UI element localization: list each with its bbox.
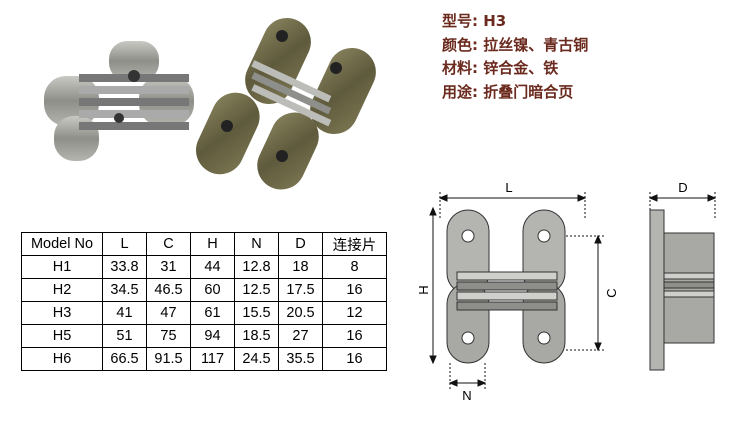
cell-connector: 16 bbox=[322, 278, 387, 302]
spec-color: 颜色: 拉丝镍、青古铜 bbox=[442, 35, 589, 54]
table-row: H5 51 75 94 18.5 27 16 bbox=[21, 324, 387, 348]
cell-d: 27 bbox=[278, 324, 323, 348]
cell-n: 12.8 bbox=[234, 255, 279, 279]
cell-c: 31 bbox=[146, 255, 191, 279]
header-connector: 连接片 bbox=[322, 232, 387, 256]
spec-model: 型号: H3 bbox=[442, 12, 507, 30]
label-h: H bbox=[416, 285, 431, 294]
cell-n: 15.5 bbox=[234, 301, 279, 325]
header-d: D bbox=[278, 232, 323, 256]
cell-n: 24.5 bbox=[234, 347, 279, 371]
cell-c: 91.5 bbox=[146, 347, 191, 371]
cell-h: 94 bbox=[190, 324, 235, 348]
spec-material: 材料: 锌合金、铁 bbox=[442, 59, 559, 77]
header-c: C bbox=[146, 232, 191, 256]
bronze-hinge-image bbox=[195, 17, 376, 190]
table-row: H6 66.5 91.5 117 24.5 35.5 16 bbox=[21, 347, 387, 371]
header-model-no: Model No bbox=[21, 232, 103, 256]
cell-c: 75 bbox=[146, 324, 191, 348]
cell-d: 35.5 bbox=[278, 347, 323, 371]
dimension-table: Model No L C H N D 连接片 H1 33.8 31 44 12.… bbox=[21, 232, 387, 371]
product-photo bbox=[44, 17, 376, 190]
nickel-hinge-image bbox=[44, 41, 194, 161]
table-row: H2 34.5 46.5 60 12.5 17.5 16 bbox=[21, 278, 387, 302]
cell-connector: 8 bbox=[322, 255, 387, 279]
label-c: C bbox=[604, 288, 619, 297]
spec-usage: 用途: 折叠门暗合页 bbox=[442, 82, 574, 101]
cell-n: 12.5 bbox=[234, 278, 279, 302]
header-h: H bbox=[190, 232, 235, 256]
cell-model: H6 bbox=[21, 347, 103, 371]
cell-n: 18.5 bbox=[234, 324, 279, 348]
cell-connector: 16 bbox=[322, 324, 387, 348]
cell-model: H3 bbox=[21, 301, 103, 325]
cell-d: 17.5 bbox=[278, 278, 323, 302]
technical-drawing: L H C N D bbox=[416, 180, 717, 403]
cell-h: 60 bbox=[190, 278, 235, 302]
side-view-hinge bbox=[649, 209, 715, 371]
table-row: H3 41 47 61 15.5 20.5 12 bbox=[21, 301, 387, 325]
front-view-hinge bbox=[446, 209, 566, 364]
table-row: H1 33.8 31 44 12.8 18 8 bbox=[21, 255, 387, 279]
label-l: L bbox=[505, 180, 512, 195]
cell-c: 47 bbox=[146, 301, 191, 325]
cell-l: 66.5 bbox=[102, 347, 147, 371]
cell-connector: 16 bbox=[322, 347, 387, 371]
cell-model: H1 bbox=[21, 255, 103, 279]
cell-l: 34.5 bbox=[102, 278, 147, 302]
cell-h: 117 bbox=[190, 347, 235, 371]
cell-model: H2 bbox=[21, 278, 103, 302]
label-d: D bbox=[678, 180, 687, 195]
cell-h: 61 bbox=[190, 301, 235, 325]
cell-l: 33.8 bbox=[102, 255, 147, 279]
cell-model: H5 bbox=[21, 324, 103, 348]
cell-h: 44 bbox=[190, 255, 235, 279]
cell-connector: 12 bbox=[322, 301, 387, 325]
cell-l: 41 bbox=[102, 301, 147, 325]
header-n: N bbox=[234, 232, 279, 256]
cell-l: 51 bbox=[102, 324, 147, 348]
label-n: N bbox=[462, 388, 471, 403]
cell-d: 20.5 bbox=[278, 301, 323, 325]
table-header-row: Model No L C H N D 连接片 bbox=[21, 232, 387, 256]
header-l: L bbox=[102, 232, 147, 256]
spec-block: 型号: H3 颜色: 拉丝镍、青古铜 材料: 锌合金、铁 用途: 折叠门暗合页 bbox=[442, 10, 732, 104]
cell-c: 46.5 bbox=[146, 278, 191, 302]
cell-d: 18 bbox=[278, 255, 323, 279]
